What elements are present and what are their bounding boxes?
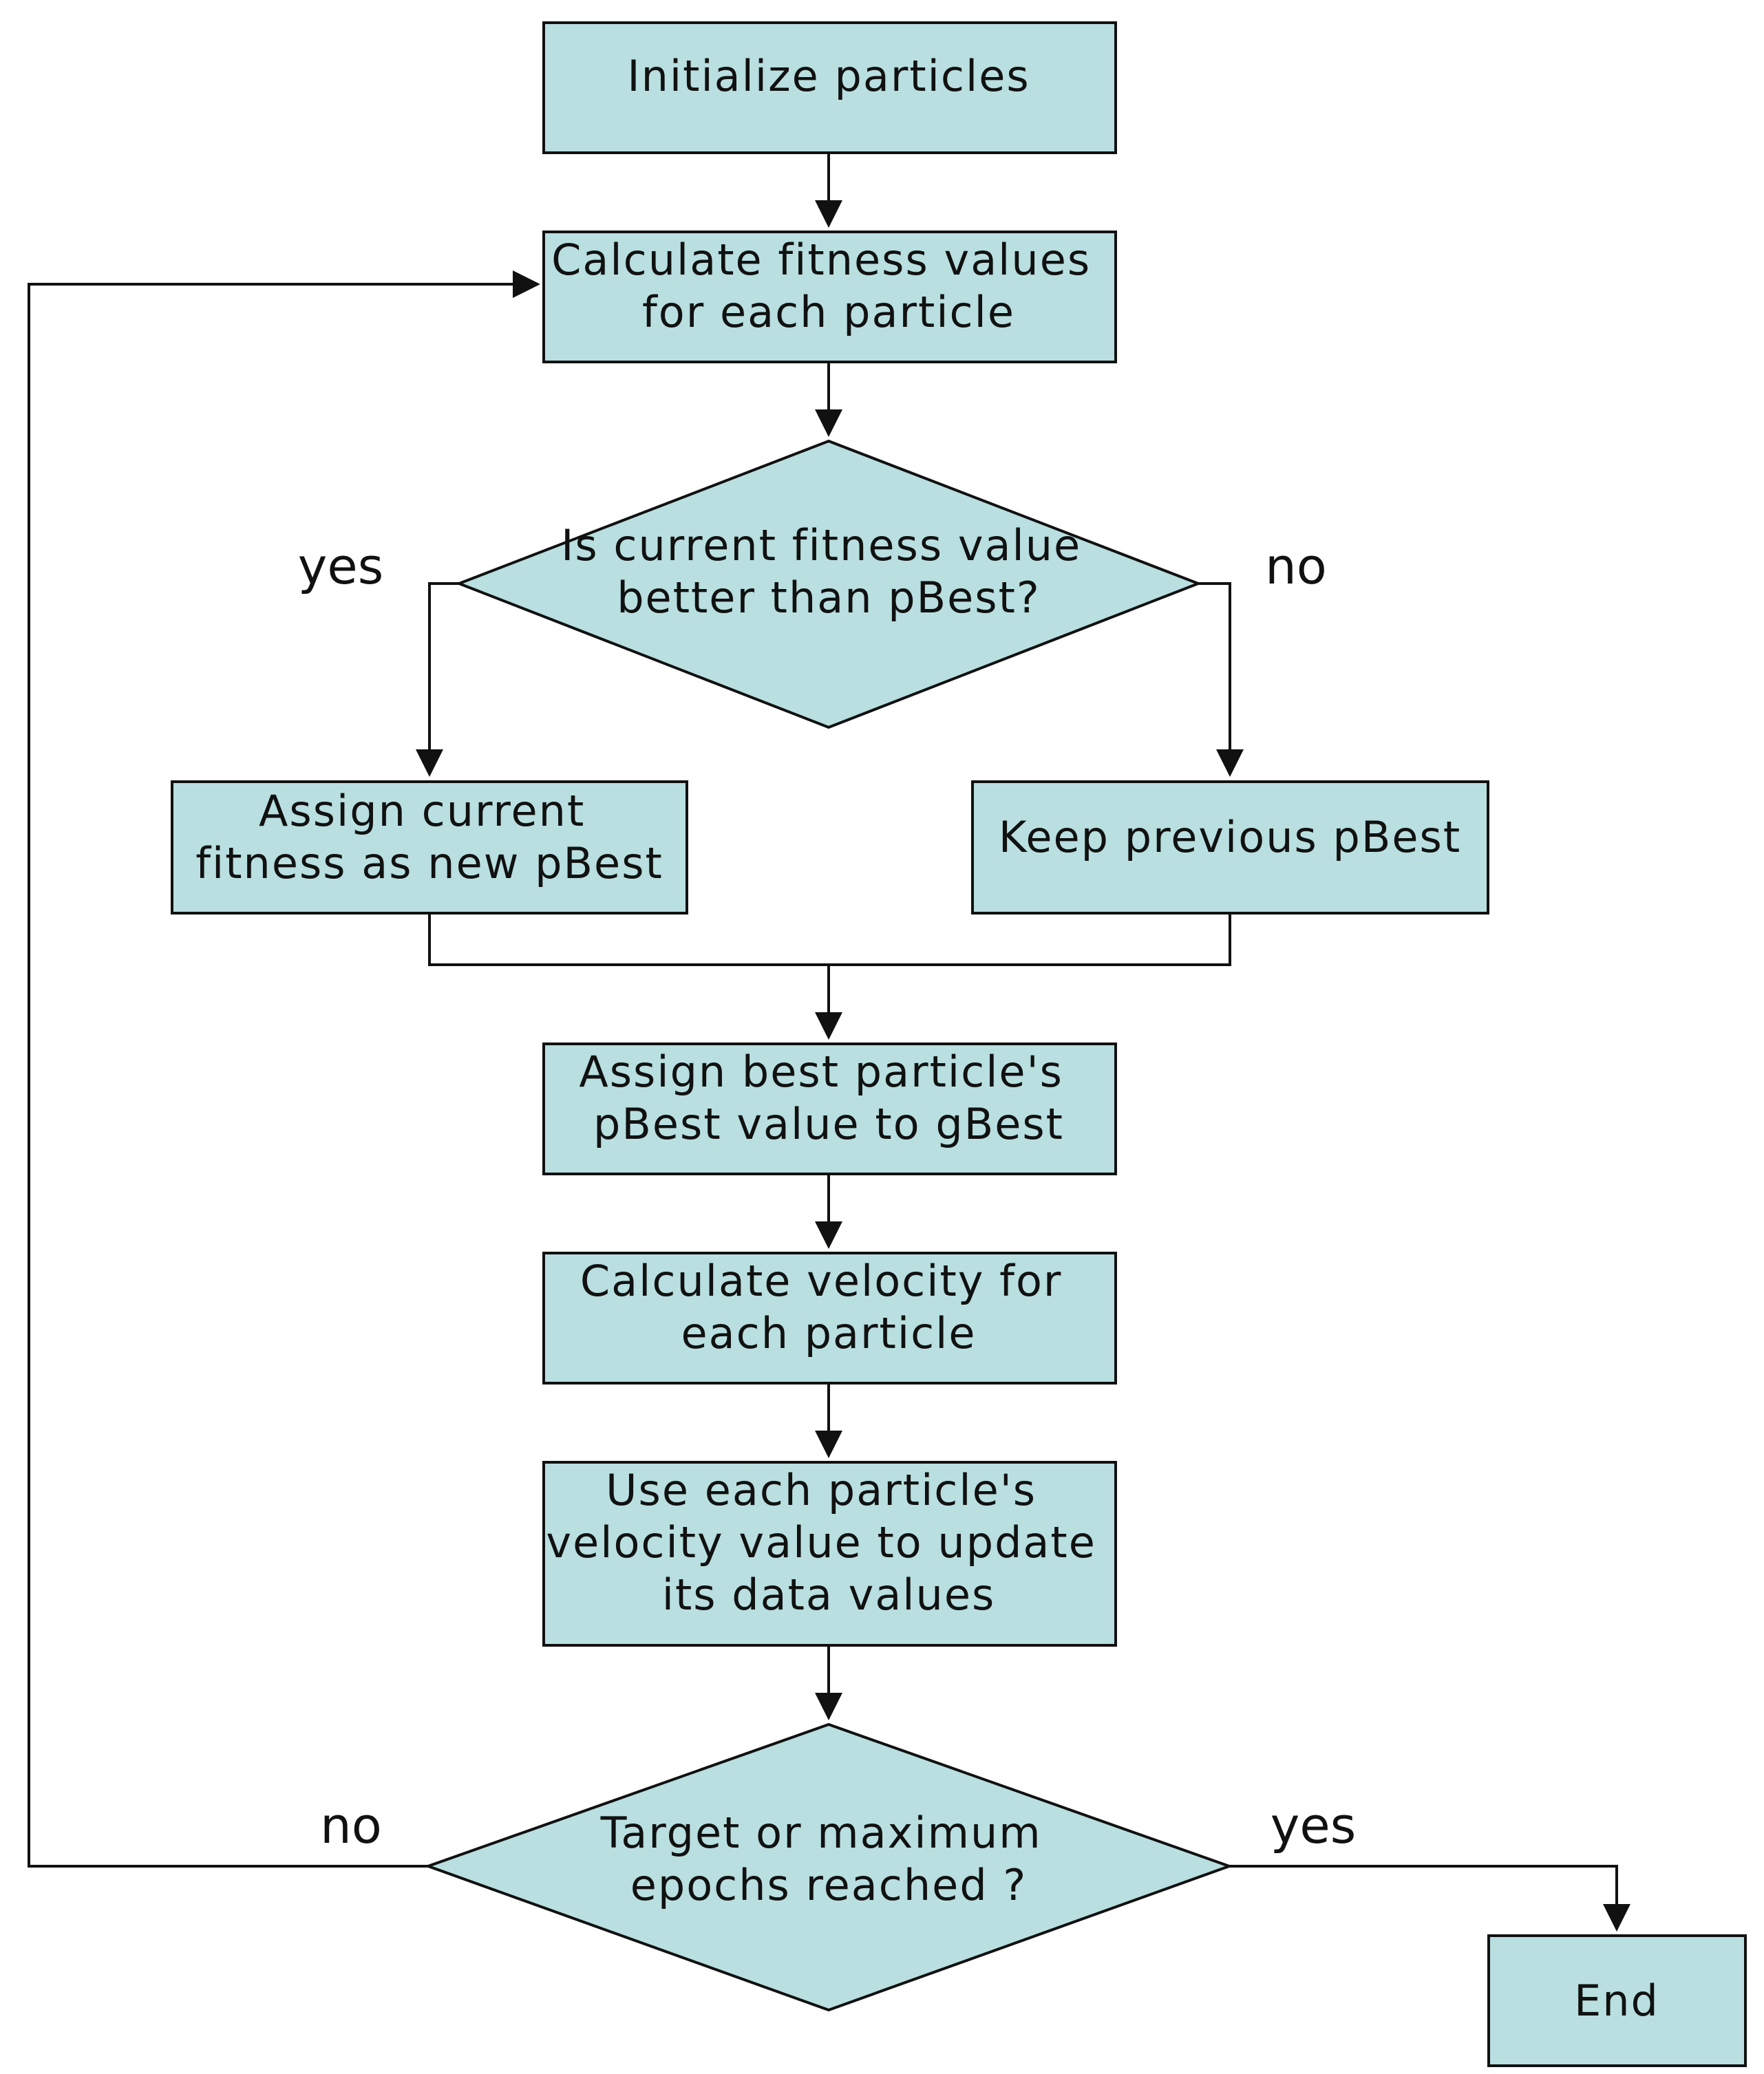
nodes bbox=[171, 21, 1747, 2067]
target-epochs-decision-diamond bbox=[424, 1722, 1233, 2012]
initialize-particles-line-1: Initialize particles bbox=[627, 51, 1030, 101]
assign-gbest-label: Assign best particle's pBest value to gB… bbox=[579, 1047, 1078, 1149]
connector-target-no-loop-back bbox=[28, 270, 540, 1868]
end-box bbox=[1487, 1934, 1747, 2067]
calculate-velocity-box bbox=[542, 1252, 1117, 1385]
target-yes-label: yes bbox=[1271, 1797, 1356, 1854]
calculate-fitness-line-1: Calculate fitness values bbox=[551, 235, 1091, 285]
connectors bbox=[28, 153, 1630, 1932]
calculate-fitness-label: Calculate fitness values for each partic… bbox=[551, 235, 1106, 337]
keep-previous-pbest-label: Keep previous pBest bbox=[999, 812, 1461, 862]
update-data-values-label: Use each particle's velocity value to up… bbox=[546, 1465, 1111, 1620]
assign-gbest-box bbox=[542, 1043, 1117, 1175]
pbest-decision-diamond bbox=[455, 439, 1202, 729]
keep-previous-pbest-line-1: Keep previous pBest bbox=[999, 812, 1461, 862]
assign-current-pbest-line-2: fitness as new pBest bbox=[195, 838, 663, 888]
pbest-no-label: no bbox=[1265, 537, 1327, 595]
assign-current-pbest-label: Assign current fitness as new pBest bbox=[195, 786, 663, 888]
assign-gbest-line-2: pBest value to gBest bbox=[593, 1099, 1064, 1149]
target-epochs-decision-label: Target or maximum epochs reached ? bbox=[600, 1808, 1057, 1910]
update-data-values-line-2: velocity value to update bbox=[546, 1517, 1096, 1568]
edge-labels: yes no no yes bbox=[298, 537, 1356, 1854]
pbest-yes-label: yes bbox=[298, 537, 383, 595]
calculate-velocity-line-2: each particle bbox=[681, 1308, 976, 1358]
connector-decision-yes-branch bbox=[416, 582, 459, 777]
calculate-velocity-label: Calculate velocity for each particle bbox=[580, 1256, 1077, 1358]
calculate-fitness-line-2: for each particle bbox=[642, 287, 1015, 337]
connector-assign-pbest-to-merge bbox=[428, 913, 1231, 966]
calculate-velocity-line-1: Calculate velocity for bbox=[580, 1256, 1063, 1306]
initialize-particles-label: Initialize particles bbox=[627, 51, 1030, 101]
pbest-decision-label: Is current fitness value better than pBe… bbox=[561, 520, 1096, 623]
update-data-values-line-3: its data values bbox=[662, 1570, 996, 1620]
assign-current-pbest-box bbox=[171, 780, 688, 915]
update-data-values-box bbox=[542, 1461, 1117, 1647]
target-epochs-decision-line-1: Target or maximum bbox=[600, 1808, 1042, 1858]
pbest-decision-line-2: better than pBest? bbox=[617, 573, 1041, 623]
initialize-particles-box bbox=[542, 21, 1117, 154]
calculate-fitness-box bbox=[542, 231, 1117, 363]
assign-current-pbest-line-1: Assign current bbox=[259, 786, 585, 836]
keep-previous-pbest-box bbox=[971, 780, 1489, 915]
connector-decision-no-branch bbox=[1198, 582, 1244, 777]
connector-target-yes-to-end bbox=[1229, 1865, 1630, 1932]
target-no-label: no bbox=[320, 1797, 382, 1854]
node-labels: Initialize particles Calculate fitness v… bbox=[195, 51, 1659, 2026]
end-line-1: End bbox=[1574, 1976, 1659, 2026]
end-label: End bbox=[1574, 1976, 1659, 2026]
update-data-values-line-1: Use each particle's bbox=[606, 1465, 1037, 1515]
pbest-decision-line-1: Is current fitness value bbox=[561, 520, 1081, 570]
assign-gbest-line-1: Assign best particle's bbox=[579, 1047, 1063, 1097]
target-epochs-decision-line-2: epochs reached ? bbox=[630, 1860, 1028, 1910]
